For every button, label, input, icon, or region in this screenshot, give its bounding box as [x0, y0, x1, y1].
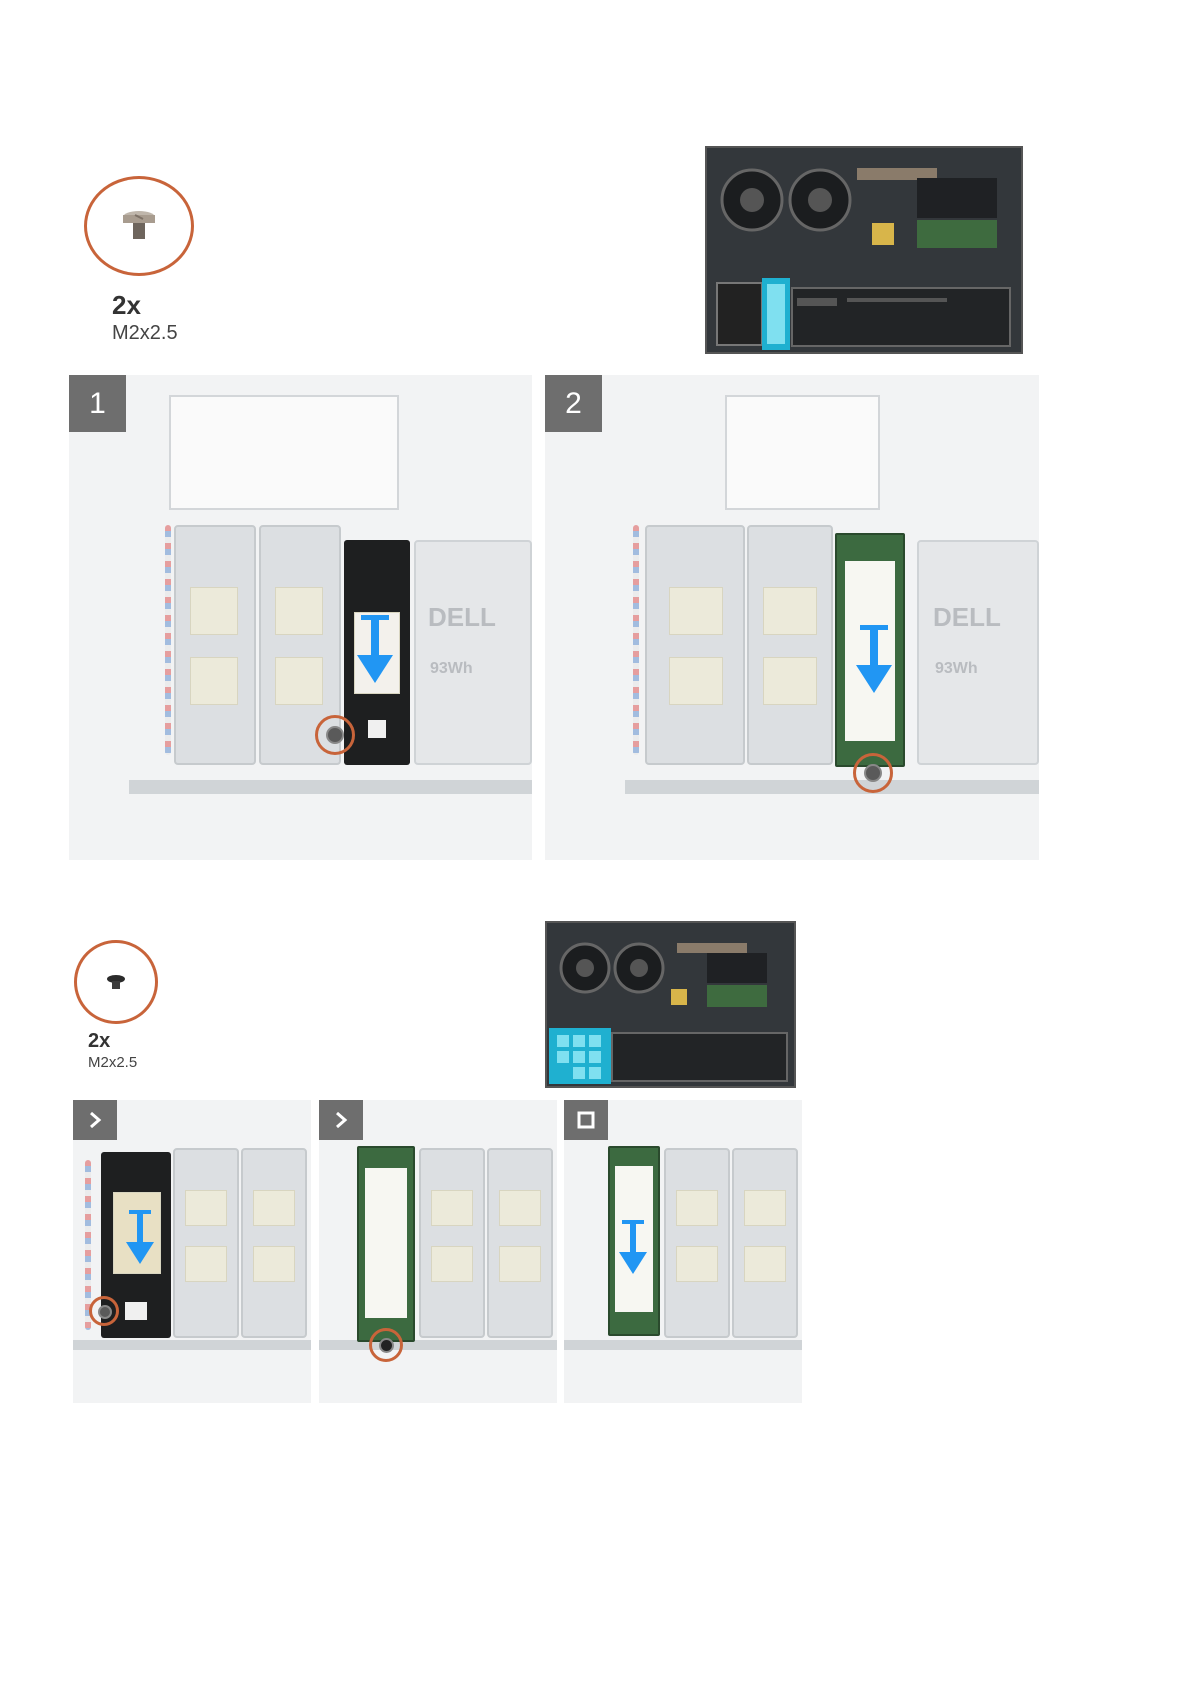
arrow-down-icon — [125, 1210, 155, 1268]
screw-spec: M2x2.5 — [112, 322, 178, 345]
next-step-badge — [319, 1100, 363, 1140]
battery-brand: DELL — [933, 602, 1001, 633]
step-c-panel — [564, 1100, 802, 1403]
chevron-right-icon — [331, 1110, 351, 1130]
screw-callout-circle — [84, 176, 194, 276]
frame-rail — [319, 1340, 557, 1350]
laptop-interior-illustration — [547, 923, 794, 1086]
screw-location-callout — [369, 1328, 403, 1362]
ssd-bay-2 — [747, 525, 833, 765]
screw-quantity: 2x — [112, 290, 141, 321]
ssd-bay — [419, 1148, 485, 1338]
ssd-bay-1 — [645, 525, 745, 765]
battery-brand: DELL — [428, 602, 496, 633]
arrow-down-icon — [854, 625, 894, 699]
ssd-bay — [173, 1148, 239, 1338]
ssd-bay — [241, 1148, 307, 1338]
screw-icon — [77, 943, 155, 1021]
heatsink-component — [169, 395, 399, 510]
step-1-panel: DELL 93Wh 1 — [69, 375, 532, 860]
screw-spec: M2x2.5 — [88, 1054, 137, 1071]
laptop-interior-illustration — [707, 148, 1021, 352]
step-number: 1 — [89, 387, 106, 421]
step-b-panel — [319, 1100, 557, 1403]
screw-quantity: 2x — [88, 1030, 110, 1053]
heatsink-component — [725, 395, 880, 510]
screw-icon — [87, 179, 191, 273]
screw-callout-circle — [74, 940, 158, 1024]
cable — [165, 525, 171, 755]
battery-capacity: 93Wh — [935, 660, 978, 678]
step-number: 2 — [565, 387, 582, 421]
step-number-badge: 1 — [69, 375, 126, 432]
arrow-down-icon — [618, 1220, 648, 1278]
ssd-bay — [487, 1148, 553, 1338]
screw-location-callout — [89, 1296, 119, 1326]
laptop-overview-image — [705, 146, 1023, 354]
screw-location-callout — [315, 715, 355, 755]
final-step-badge — [564, 1100, 608, 1140]
chevron-right-icon — [85, 1110, 105, 1130]
arrow-down-icon — [355, 615, 395, 689]
battery: DELL 93Wh — [414, 540, 532, 765]
step-2-panel: DELL 93Wh 2 — [545, 375, 1039, 860]
ssd-bay — [732, 1148, 798, 1338]
ssd-bay — [664, 1148, 730, 1338]
step-a-panel — [73, 1100, 311, 1403]
next-step-badge — [73, 1100, 117, 1140]
battery: DELL 93Wh — [917, 540, 1039, 765]
frame-rail — [73, 1340, 311, 1350]
stop-square-icon — [576, 1110, 596, 1130]
ssd-module — [357, 1146, 415, 1342]
ssd-bay-1 — [174, 525, 256, 765]
laptop-overview-image — [545, 921, 796, 1088]
screw-location-callout — [853, 753, 893, 793]
frame-rail — [564, 1340, 802, 1350]
frame-rail — [625, 780, 1039, 794]
battery-capacity: 93Wh — [430, 660, 473, 678]
frame-rail — [129, 780, 532, 794]
cable — [633, 525, 639, 755]
step-number-badge: 2 — [545, 375, 602, 432]
